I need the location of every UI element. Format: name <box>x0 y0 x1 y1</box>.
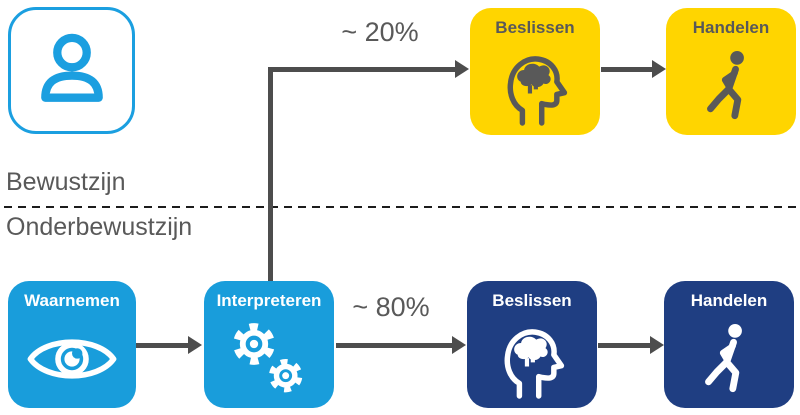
arrow-head-to-beslissen-onbewust <box>452 336 466 354</box>
arrow-elbow-vertical <box>268 67 273 282</box>
node-handelen-onbewust: Handelen <box>664 281 794 408</box>
node-beslissen-bewust: Beslissen <box>470 8 600 135</box>
node-waarnemen: Waarnemen <box>8 281 136 408</box>
layer-label-onderbewustzijn: Onderbewustzijn <box>6 213 193 241</box>
gears-icon <box>204 309 334 408</box>
head-brain-icon <box>467 309 597 408</box>
node-label: Handelen <box>690 291 768 310</box>
node-beslissen-onbewust: Beslissen <box>467 281 597 408</box>
node-label: Waarnemen <box>24 291 120 310</box>
eye-icon <box>8 309 136 408</box>
arrow-beslissen-handelen-onbewust <box>598 343 651 348</box>
walking-person-icon <box>664 309 794 408</box>
node-label: Handelen <box>692 18 770 37</box>
person-icon <box>40 33 103 102</box>
layer-divider <box>4 206 796 208</box>
node-label: Interpreteren <box>216 291 322 310</box>
walking-person-icon <box>666 36 796 135</box>
arrow-waarnemen-interpreteren <box>136 343 190 348</box>
layer-label-bewustzijn: Bewustzijn <box>6 168 126 196</box>
arrow-interpreteren-beslissen-onbewust <box>336 343 454 348</box>
head-brain-icon <box>470 36 600 135</box>
node-interpreteren: Interpreteren <box>204 281 334 408</box>
arrow-beslissen-handelen-bewust <box>601 67 653 72</box>
percent-subconscious: ~ 80% <box>352 292 430 322</box>
arrow-head-to-interpreteren <box>188 336 202 354</box>
percent-conscious: ~ 20% <box>341 17 419 47</box>
node-handelen-bewust: Handelen <box>666 8 796 135</box>
arrow-elbow-horizontal <box>268 67 456 72</box>
arrow-head-to-handelen-bewust <box>652 60 666 78</box>
arrow-head-to-beslissen-bewust <box>455 60 469 78</box>
node-label: Beslissen <box>495 18 575 37</box>
arrow-head-to-handelen-onbewust <box>650 336 664 354</box>
person-badge <box>8 7 135 134</box>
node-label: Beslissen <box>492 291 572 310</box>
